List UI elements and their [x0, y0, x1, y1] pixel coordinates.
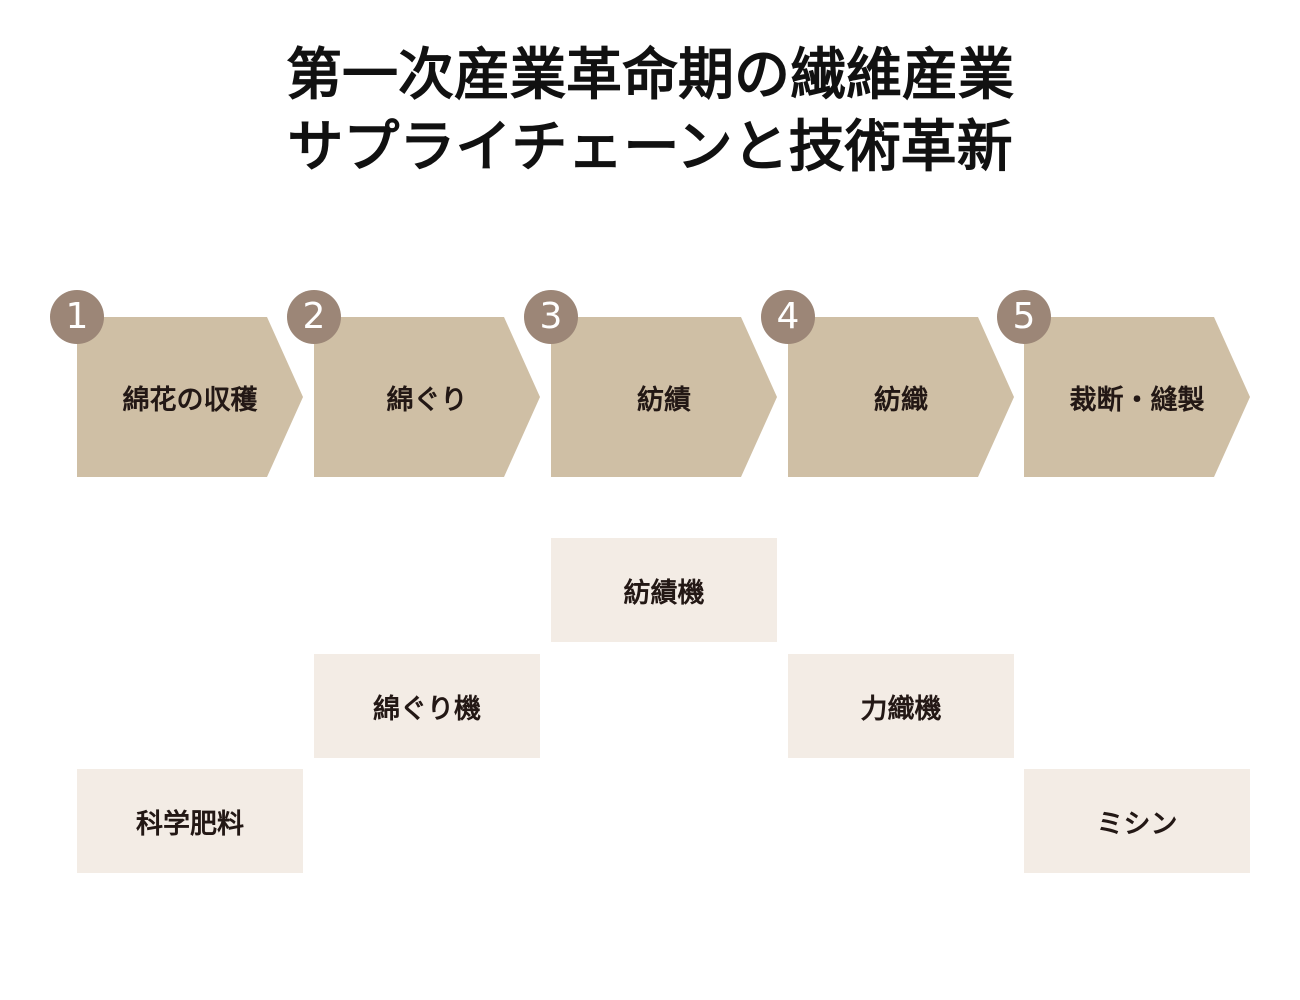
chevron-shape	[50, 290, 303, 477]
step-2: 2 綿ぐり	[287, 290, 547, 480]
step-number-badge: 4	[776, 296, 800, 337]
step-label: 紡績	[637, 384, 691, 416]
tech-box-power-loom: 力織機	[788, 654, 1014, 758]
tech-box-cotton-gin: 綿ぐり機	[314, 654, 540, 758]
step-label: 綿花の収穫	[122, 384, 258, 416]
step-5: 5 裁断・縫製	[997, 290, 1257, 480]
step-label: 綿ぐり	[386, 384, 468, 416]
tech-box-spinning-machine: 紡績機	[551, 538, 777, 642]
title-line-1: 第一次産業革命期の繊維産業	[286, 43, 1014, 108]
step-3: 3 紡績	[524, 290, 784, 480]
step-label: 紡織	[874, 384, 928, 416]
step-1: 1 綿花の収穫	[50, 290, 310, 480]
step-4: 4 紡織	[761, 290, 1021, 480]
step-number-badge: 5	[1012, 296, 1036, 337]
step-label: 裁断・縫製	[1069, 384, 1205, 416]
chevron-shape	[524, 290, 777, 477]
chevron-shape	[761, 290, 1014, 477]
chevron-shape	[287, 290, 540, 477]
title-line-2: サプライチェーンと技術革新	[287, 115, 1013, 180]
step-number-badge: 3	[539, 296, 563, 337]
step-number-badge: 1	[65, 296, 89, 337]
tech-box-sewing-machine: ミシン	[1024, 769, 1250, 873]
step-number-badge: 2	[302, 296, 326, 337]
diagram-title: 第一次産業革命期の繊維産業 サプライチェーンと技術革新	[0, 40, 1300, 184]
chevron-shape	[997, 290, 1250, 477]
tech-box-fertilizer: 科学肥料	[77, 769, 303, 873]
